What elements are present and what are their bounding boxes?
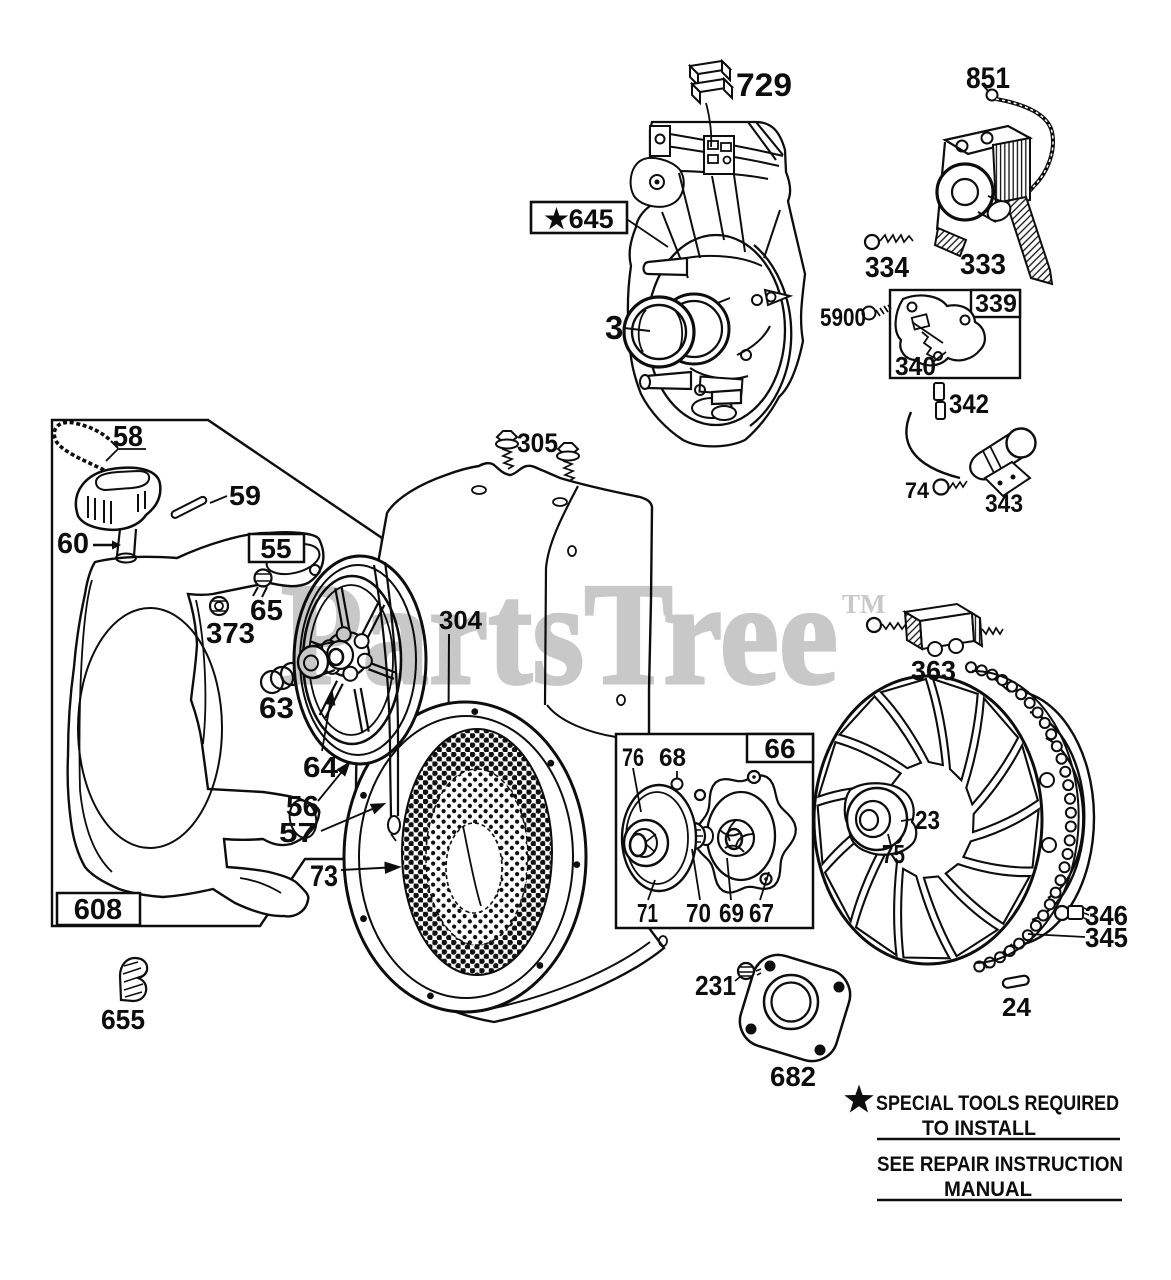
svg-text:231: 231	[695, 970, 736, 1001]
svg-text:305: 305	[517, 428, 558, 458]
svg-text:65: 65	[250, 595, 283, 627]
svg-text:608: 608	[74, 894, 122, 926]
svg-text:70: 70	[686, 898, 711, 928]
svg-text:TM: TM	[842, 589, 886, 619]
svg-text:64: 64	[303, 752, 338, 784]
svg-text:851: 851	[966, 62, 1010, 95]
svg-text:333: 333	[960, 249, 1006, 281]
svg-text:363: 363	[911, 655, 956, 686]
svg-text:655: 655	[101, 1004, 145, 1035]
svg-text:75: 75	[882, 839, 905, 869]
svg-text:SPECIAL TOOLS REQUIRED: SPECIAL TOOLS REQUIRED	[876, 1092, 1119, 1115]
svg-text:334: 334	[865, 252, 909, 284]
svg-text:★645: ★645	[544, 204, 613, 234]
svg-text:MANUAL: MANUAL	[944, 1178, 1032, 1201]
svg-text:340: 340	[895, 351, 936, 381]
svg-text:24: 24	[1002, 992, 1032, 1022]
svg-text:66: 66	[764, 733, 795, 764]
svg-text:63: 63	[259, 692, 294, 725]
svg-text:346: 346	[1085, 900, 1128, 931]
svg-text:23: 23	[915, 805, 940, 835]
svg-text:304: 304	[439, 605, 483, 635]
svg-text:69: 69	[719, 898, 744, 928]
svg-text:3: 3	[605, 309, 623, 346]
svg-text:682: 682	[770, 1061, 816, 1092]
svg-text:76: 76	[622, 744, 644, 772]
svg-text:58: 58	[113, 421, 143, 453]
svg-text:345: 345	[1085, 922, 1128, 953]
svg-text:68: 68	[659, 744, 686, 772]
svg-text:59: 59	[229, 480, 261, 511]
svg-text:5900: 5900	[820, 304, 866, 332]
svg-text:343: 343	[985, 490, 1023, 518]
svg-text:TO INSTALL: TO INSTALL	[922, 1117, 1036, 1140]
svg-text:729: 729	[736, 67, 792, 103]
svg-text:339: 339	[975, 290, 1017, 318]
svg-text:373: 373	[206, 618, 255, 650]
svg-text:60: 60	[57, 528, 89, 560]
svg-text:PartsTree: PartsTree	[281, 553, 838, 715]
svg-text:57: 57	[279, 817, 316, 848]
svg-text:71: 71	[637, 898, 658, 928]
svg-text:55: 55	[260, 533, 291, 564]
svg-text:342: 342	[949, 389, 989, 419]
svg-text:67: 67	[749, 898, 774, 928]
svg-text:56: 56	[286, 791, 319, 823]
svg-text:73: 73	[310, 860, 338, 893]
svg-text:SEE REPAIR INSTRUCTION: SEE REPAIR INSTRUCTION	[877, 1153, 1123, 1176]
svg-text:74: 74	[905, 478, 930, 503]
